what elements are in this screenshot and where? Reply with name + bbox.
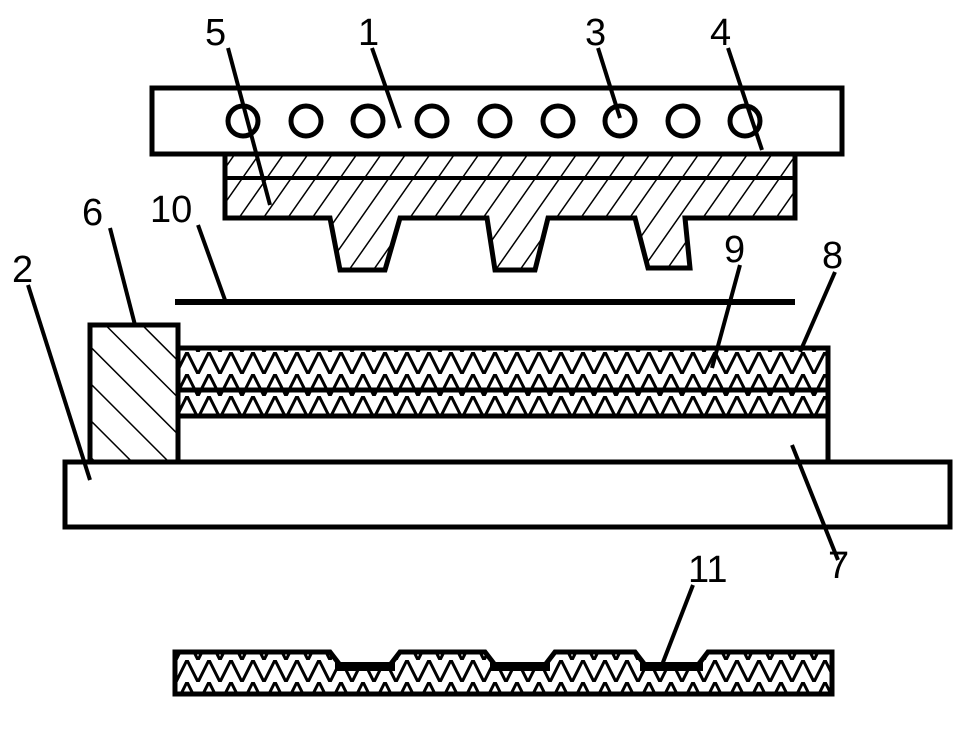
label-9: 9 bbox=[724, 229, 745, 271]
label-6: 6 bbox=[82, 192, 103, 234]
heating-channels bbox=[225, 103, 763, 139]
base-plate bbox=[62, 459, 953, 530]
fabric-layer-lower bbox=[175, 387, 831, 419]
label-2: 2 bbox=[12, 249, 33, 291]
leader-lines bbox=[26, 47, 840, 671]
molded-product bbox=[172, 649, 835, 697]
label-7: 7 bbox=[828, 545, 849, 587]
label-4: 4 bbox=[710, 12, 731, 54]
label-11: 11 bbox=[688, 549, 727, 591]
side-stop-block bbox=[87, 322, 181, 465]
label-5: 5 bbox=[205, 12, 226, 54]
cushion-layer bbox=[175, 413, 831, 465]
upper-mold bbox=[222, 151, 798, 273]
label-3: 3 bbox=[585, 12, 606, 54]
label-10: 10 bbox=[150, 189, 192, 231]
product-recess-marks bbox=[335, 662, 703, 671]
label-1: 1 bbox=[358, 12, 379, 54]
fabric-layer-upper bbox=[175, 345, 831, 393]
label-8: 8 bbox=[822, 235, 843, 277]
